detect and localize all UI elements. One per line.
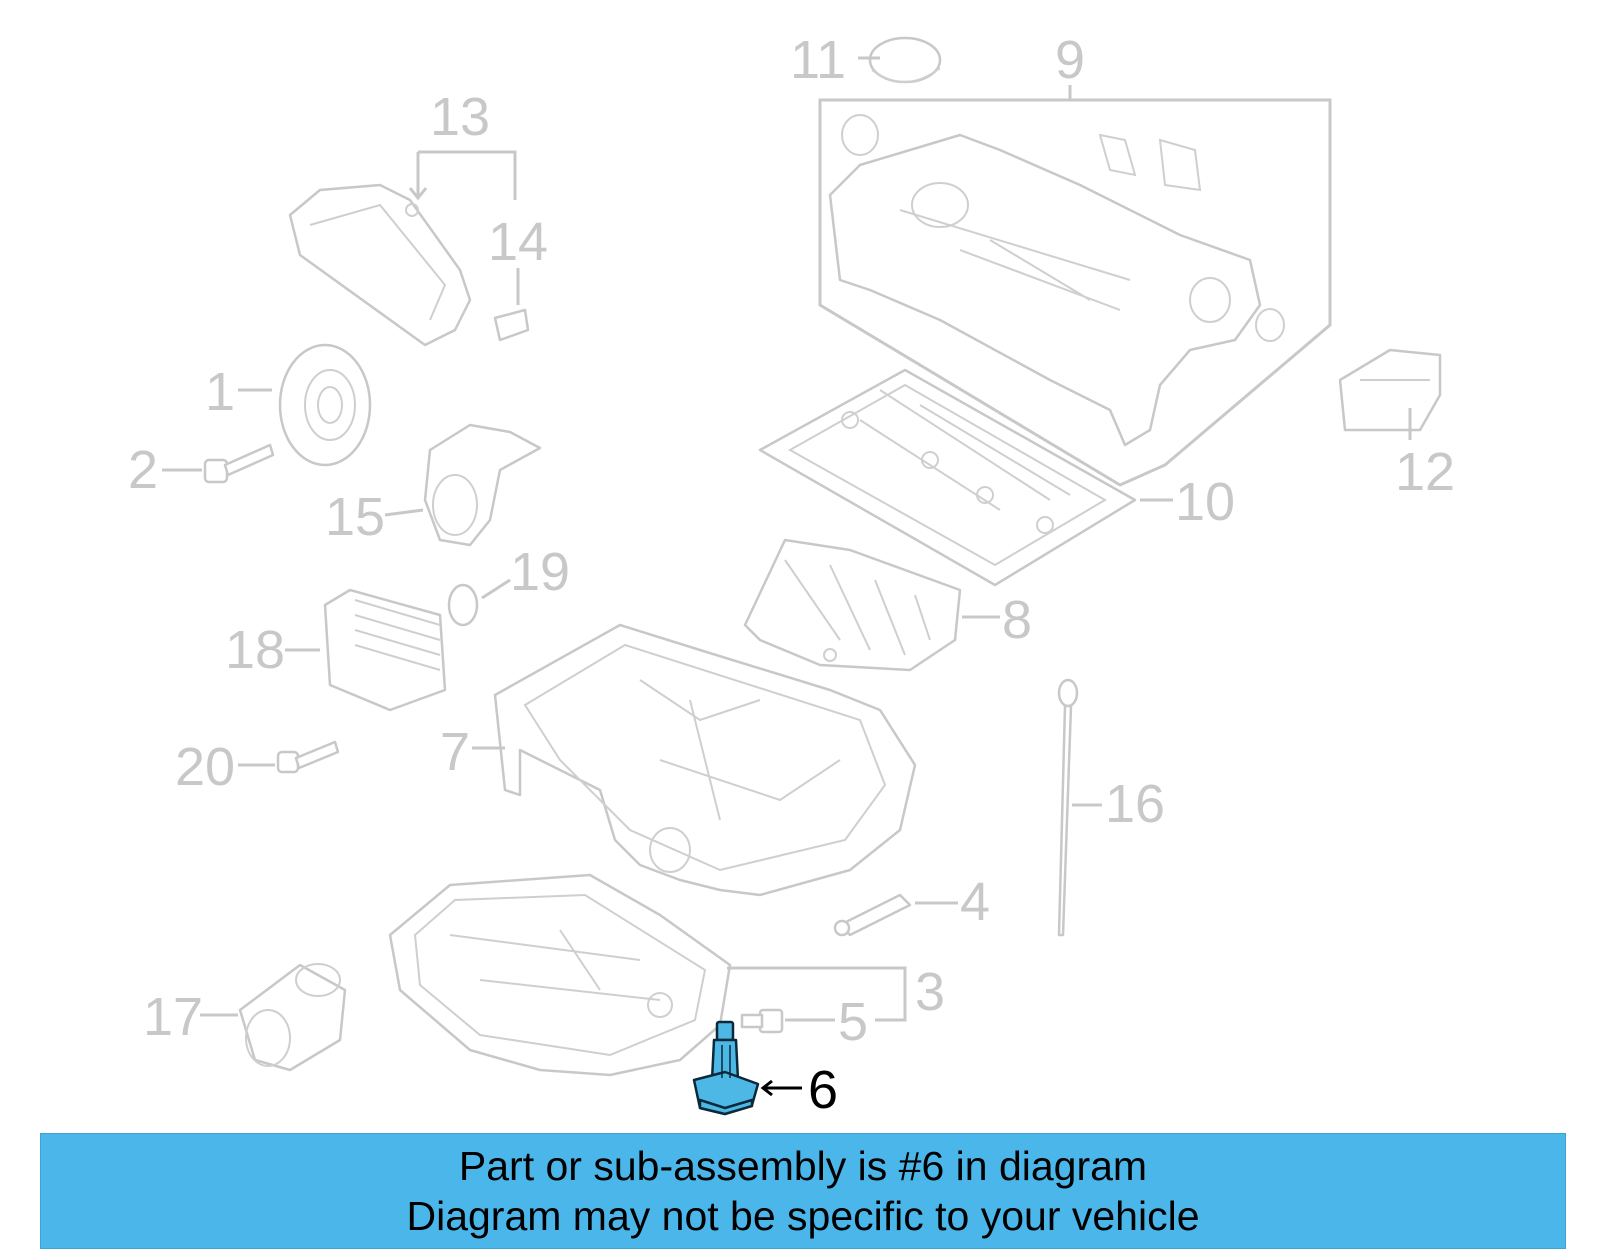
callout-6: 6 [808,1060,838,1120]
part-8-intake-manifold[interactable] [743,538,962,672]
part-15-seal-housing[interactable] [423,423,542,547]
part-11-cap[interactable] [868,36,942,84]
part-17-oil-filter[interactable] [238,963,347,1072]
part-20-bolt[interactable] [276,740,340,774]
part-1-pulley[interactable] [278,343,372,467]
leader-3 [727,966,907,1022]
callout-8: 8 [1002,590,1032,650]
callout-7: 7 [440,722,470,782]
callout-13: 13 [430,87,490,147]
callout-1: 1 [205,362,235,422]
part-5-drain-plug[interactable] [740,1008,784,1034]
leader-19 [481,578,511,600]
part-4-tube[interactable] [833,893,912,937]
part-19-o-ring[interactable] [447,583,479,627]
callout-14: 14 [488,212,548,272]
part-16-dipstick[interactable] [1057,678,1079,937]
part-18-oil-cooler[interactable] [323,588,447,712]
callout-19: 19 [510,542,570,602]
callout-15: 15 [325,487,385,547]
info-banner: Part or sub-assembly is #6 in diagram Di… [40,1133,1566,1249]
part-12-shield[interactable] [1338,348,1442,432]
leader-15 [384,508,424,517]
callout-9: 9 [1055,30,1085,90]
callout-17: 17 [143,987,203,1047]
callout-20: 20 [175,737,235,797]
part-14-seal[interactable] [493,308,530,342]
leader-13 [416,150,517,200]
callout-18: 18 [225,620,285,680]
part-10-gasket[interactable] [758,368,1137,587]
part-7-upper-oil-pan[interactable] [493,623,917,897]
banner-line-1: Part or sub-assembly is #6 in diagram [458,1143,1148,1189]
callout-2: 2 [128,440,158,500]
arrow-6 [760,1079,773,1097]
callout-16: 16 [1105,774,1165,834]
arrow-13 [408,187,428,201]
banner-line-2: Diagram may not be specific to your vehi… [406,1193,1200,1239]
part-2-bolt[interactable] [203,443,275,484]
part-9-valve-cover[interactable] [828,114,1285,447]
part-6-oil-level-sensor[interactable] [692,1020,760,1116]
callout-10: 10 [1175,472,1235,532]
callout-4: 4 [960,872,990,932]
callout-12: 12 [1395,442,1455,502]
part-3-lower-oil-pan[interactable] [388,873,732,1077]
callout-3: 3 [915,962,945,1022]
callout-5: 5 [838,992,868,1052]
part-13-timing-cover[interactable] [288,183,472,347]
box-9 [818,98,1332,487]
callout-11: 11 [790,30,846,90]
